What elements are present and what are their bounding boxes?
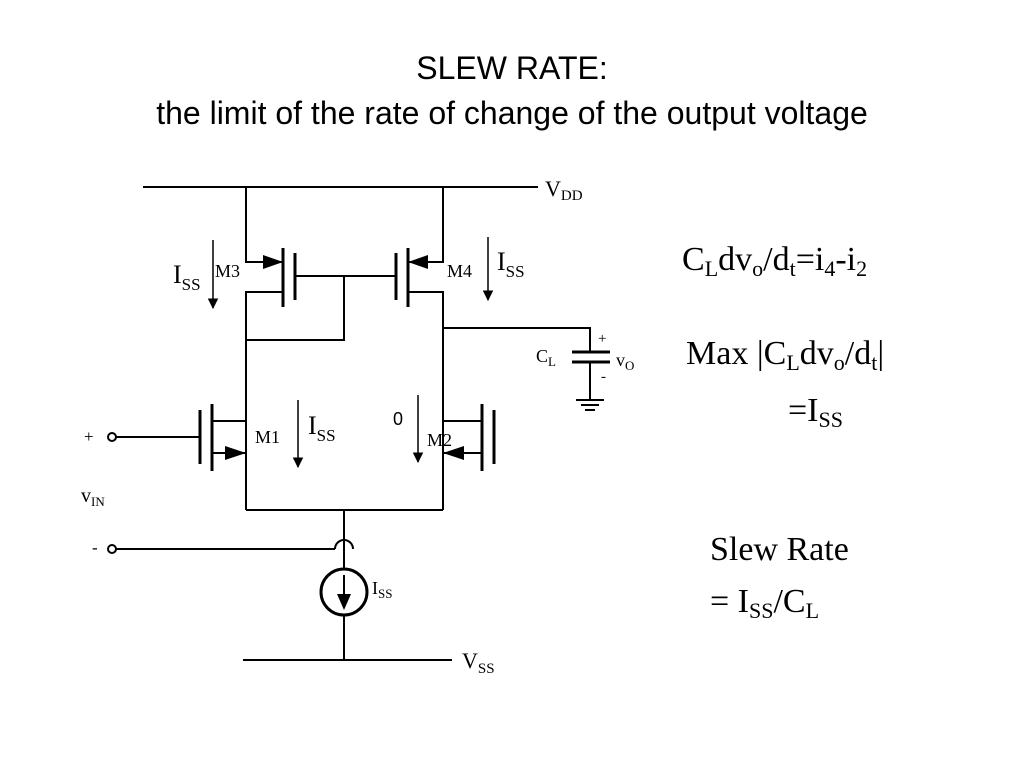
cap-minus-label: - <box>601 369 606 385</box>
transistor-m3 <box>245 187 297 510</box>
m1-label: M1 <box>255 427 280 447</box>
iss-m3-label: ISS <box>173 260 201 294</box>
cl-label: CL <box>536 346 556 369</box>
transistor-m4 <box>394 187 444 510</box>
input-plus-terminal <box>107 432 200 442</box>
transistor-m1 <box>198 404 246 471</box>
max-rate-result: =ISS <box>788 392 843 432</box>
max-rate-equation: Max |CLdvo/dt| <box>686 335 885 375</box>
iss-m1-label: ISS <box>308 411 336 445</box>
input-minus-terminal <box>107 539 354 554</box>
slide-subtitle: the limit of the rate of change of the o… <box>156 95 868 131</box>
m3-label: M3 <box>215 261 240 281</box>
m2-label: M2 <box>427 430 452 450</box>
slew-rate-formula: = ISS/CL <box>710 583 820 623</box>
zero-current-label: 0 <box>393 409 403 429</box>
diode-connection-wire <box>246 276 345 341</box>
transistor-m2 <box>443 404 496 471</box>
vdd-label: VDD <box>545 176 583 204</box>
in-minus-label: - <box>92 538 98 557</box>
current-source <box>319 567 369 617</box>
vin-label: vIN <box>81 485 105 509</box>
slew-rate-heading: Slew Rate <box>710 531 849 568</box>
in-plus-label: + <box>84 427 94 446</box>
vss-label: VSS <box>462 648 495 677</box>
capacitor-current-equation: CLdvo/dt=i4-i2 <box>682 241 868 281</box>
output-wire <box>443 327 591 352</box>
ground-symbol <box>576 399 604 411</box>
vo-label: vO <box>616 350 634 373</box>
load-capacitor <box>572 350 610 400</box>
m4-label: M4 <box>447 261 472 281</box>
cap-plus-label: + <box>598 331 606 347</box>
slide-title: SLEW RATE: <box>416 50 608 86</box>
iss-m4-label: ISS <box>497 247 525 281</box>
iss-source-label: ISS <box>372 578 392 601</box>
